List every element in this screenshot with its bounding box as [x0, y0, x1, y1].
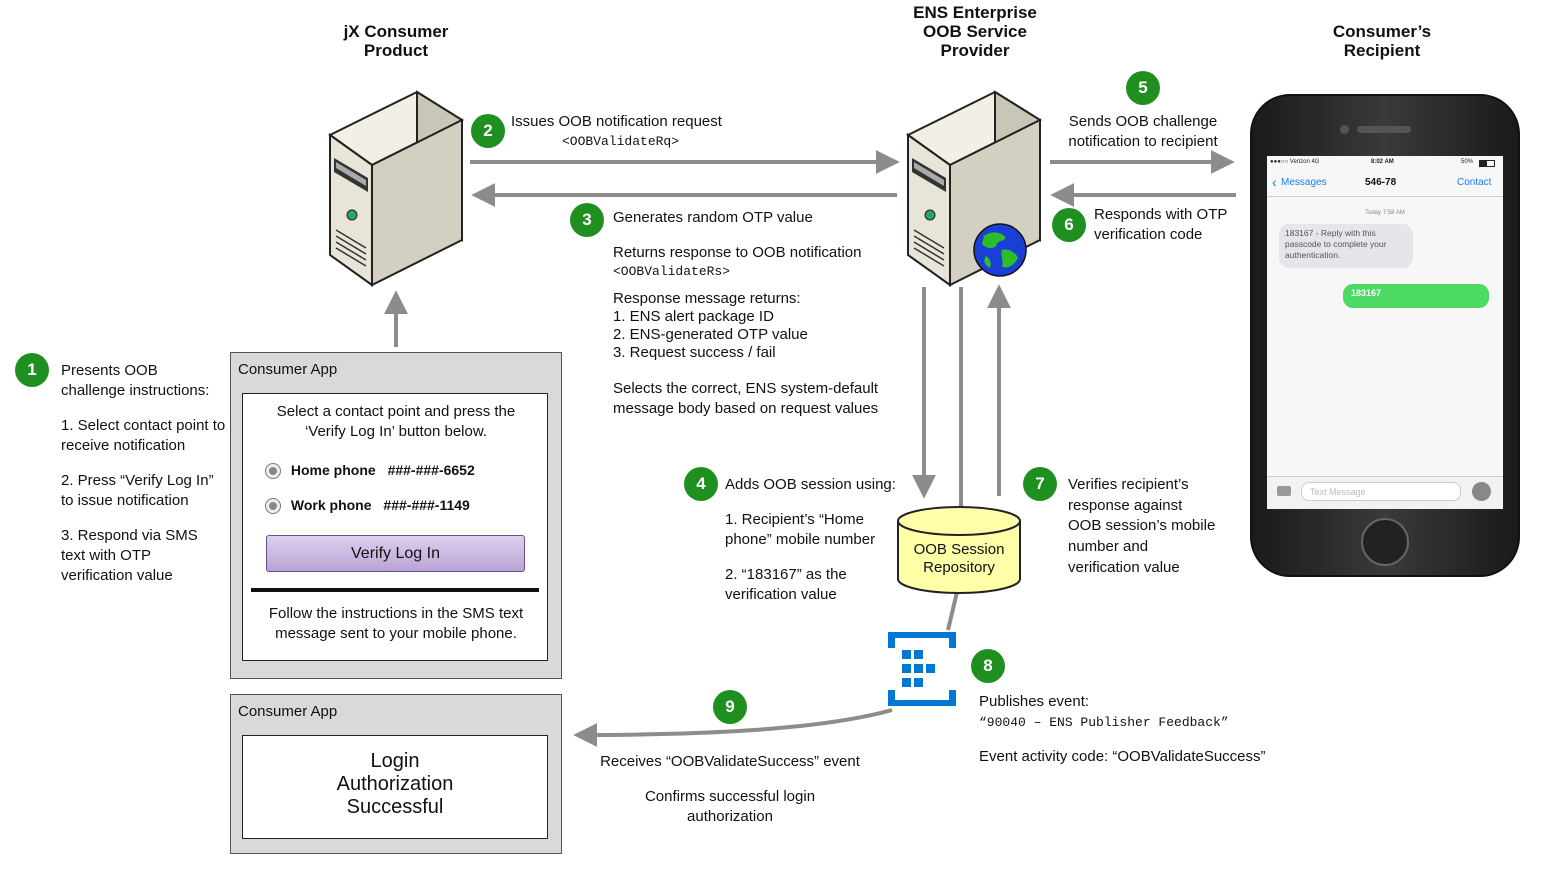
- step-8-line2: Event activity code: “OOBValidateSuccess…: [979, 748, 1266, 765]
- repository-label: OOB Session Repository: [913, 541, 1005, 576]
- globe-icon: [973, 223, 1027, 277]
- consumer-app-title-1: Consumer App: [238, 361, 338, 378]
- step-4-item-1: 1. Recipient’s “Home phone” mobile numbe…: [725, 511, 876, 548]
- option-home-label: Home phone: [290, 462, 376, 478]
- step-8-code: “90040 – ENS Publisher Feedback”: [979, 715, 1229, 730]
- step-9-line1: Receives “OOBValidateSuccess” event: [600, 753, 860, 770]
- outgoing-message-bubble: 183167: [1343, 284, 1489, 308]
- step-badge-3: 3: [570, 203, 604, 237]
- line-repo-to-event: [946, 591, 959, 631]
- step-3-list-item-2: 2. ENS-generated OTP value: [613, 326, 808, 343]
- compose-bar: Text Message: [1267, 476, 1503, 509]
- text-message-input[interactable]: Text Message: [1301, 482, 1461, 501]
- header-recipient: Consumer’s Recipient: [1332, 22, 1432, 60]
- step-4-title: Adds OOB session using:: [725, 476, 896, 493]
- option-work-label: Work phone: [290, 497, 372, 513]
- step-3-list-item-1: 1. ENS alert package ID: [613, 308, 774, 325]
- step-badge-8: 8: [971, 649, 1005, 683]
- consumer-app-content-1: Select a contact point and press the ‘Ve…: [242, 393, 548, 661]
- step-3-list-item-3: 3. Request success / fail: [613, 344, 776, 361]
- step-6-text: Responds with OTP verification code: [1094, 206, 1228, 243]
- consumer-app-content-2: Login Authorization Successful: [242, 735, 548, 839]
- option-home-value: ###-###-6652: [387, 462, 475, 478]
- step-4-item-2: 2. “183167” as the verification value: [725, 566, 847, 603]
- step-badge-1: 1: [15, 353, 49, 387]
- consumer-app-panel-2: Consumer App Login Authorization Success…: [230, 694, 562, 854]
- consumer-app-panel-1: Consumer App Select a contact point and …: [230, 352, 562, 679]
- status-battery: 50%: [1461, 159, 1474, 165]
- phone-speaker: [1357, 126, 1411, 133]
- contact-link[interactable]: Contact: [1457, 177, 1492, 188]
- step-badge-6: 6: [1052, 208, 1086, 242]
- status-time: 8:02 AM: [1371, 159, 1394, 165]
- step-badge-9: 9: [713, 690, 747, 724]
- step-badge-2: 2: [471, 114, 505, 148]
- header-ens: ENS Enterprise OOB Service Provider: [913, 3, 1037, 60]
- step-3-code: <OOBValidateRs>: [613, 264, 731, 279]
- event-publisher-icon: [888, 632, 956, 706]
- step-1-item-3: 3. Respond via SMS text with OTP verific…: [61, 527, 198, 584]
- sms-instruction-text: Follow the instructions in the SMS text …: [268, 605, 524, 642]
- back-to-messages-link[interactable]: Messages: [1281, 177, 1327, 188]
- step-1-item-1: 1. Select contact point to receive notif…: [61, 417, 226, 454]
- step-badge-7: 7: [1023, 467, 1057, 501]
- step-2-text: Issues OOB notification request: [511, 113, 722, 130]
- phone-home-button[interactable]: [1361, 518, 1409, 566]
- instruction-text: Select a contact point and press the ‘Ve…: [276, 403, 516, 440]
- login-success-message: Login Authorization Successful: [336, 750, 454, 818]
- status-bar: ●●●○○ Verizon 4G 8:02 AM 50%: [1267, 156, 1503, 170]
- step-9-line2: Confirms successful login authorization: [644, 788, 816, 825]
- phone-camera: [1340, 125, 1349, 134]
- radio-work-phone[interactable]: [265, 498, 281, 515]
- message-timestamp: Today 7:58 AM: [1365, 210, 1405, 216]
- conversation-title: 546-78: [1365, 177, 1397, 188]
- battery-icon: [1479, 160, 1495, 167]
- status-carrier: ●●●○○ Verizon 4G: [1270, 159, 1320, 165]
- phone-device: ●●●○○ Verizon 4G 8:02 AM 50% ‹ Messages …: [1250, 94, 1520, 577]
- divider: [251, 588, 539, 592]
- step-3-line1: Generates random OTP value: [613, 209, 813, 226]
- option-home-phone[interactable]: Home phone ###-###-6652: [265, 462, 475, 480]
- step-7-text: Verifies recipient’s response against OO…: [1068, 476, 1216, 576]
- back-chevron-icon[interactable]: ‹: [1272, 174, 1277, 190]
- microphone-icon[interactable]: [1472, 482, 1491, 501]
- step-badge-5: 5: [1126, 71, 1160, 105]
- arrow-9-event: [573, 708, 893, 747]
- option-work-value: ###-###-1149: [383, 497, 470, 513]
- verify-log-in-button[interactable]: Verify Log In: [266, 535, 525, 572]
- header-consumer-product: jX Consumer Product: [343, 22, 449, 60]
- incoming-message-bubble: 183167 - Reply with this passcode to com…: [1279, 224, 1413, 268]
- server-icon-consumer: [328, 90, 465, 287]
- camera-icon[interactable]: [1277, 486, 1291, 496]
- phone-screen: ●●●○○ Verizon 4G 8:02 AM 50% ‹ Messages …: [1267, 156, 1503, 509]
- consumer-app-title-2: Consumer App: [238, 703, 338, 720]
- step-8-line1: Publishes event:: [979, 693, 1090, 710]
- step-2-code: <OOBValidateRq>: [562, 134, 680, 149]
- step-1-title: Presents OOB challenge instructions:: [61, 362, 210, 399]
- step-3-line3: Selects the correct, ENS system-default …: [613, 380, 879, 417]
- radio-home-phone[interactable]: [265, 463, 281, 480]
- step-3-list-title: Response message returns:: [613, 290, 801, 307]
- repository-cylinder: [897, 506, 1021, 594]
- option-work-phone[interactable]: Work phone ###-###-1149: [265, 497, 470, 515]
- step-5-text: Sends OOB challenge notification to reci…: [1068, 113, 1218, 150]
- step-1-item-2: 2. Press “Verify Log In” to issue notifi…: [61, 472, 214, 509]
- step-badge-4: 4: [684, 467, 718, 501]
- step-3-line2: Returns response to OOB notification: [613, 244, 862, 261]
- messages-nav-bar: ‹ Messages 546-78 Contact: [1267, 170, 1503, 197]
